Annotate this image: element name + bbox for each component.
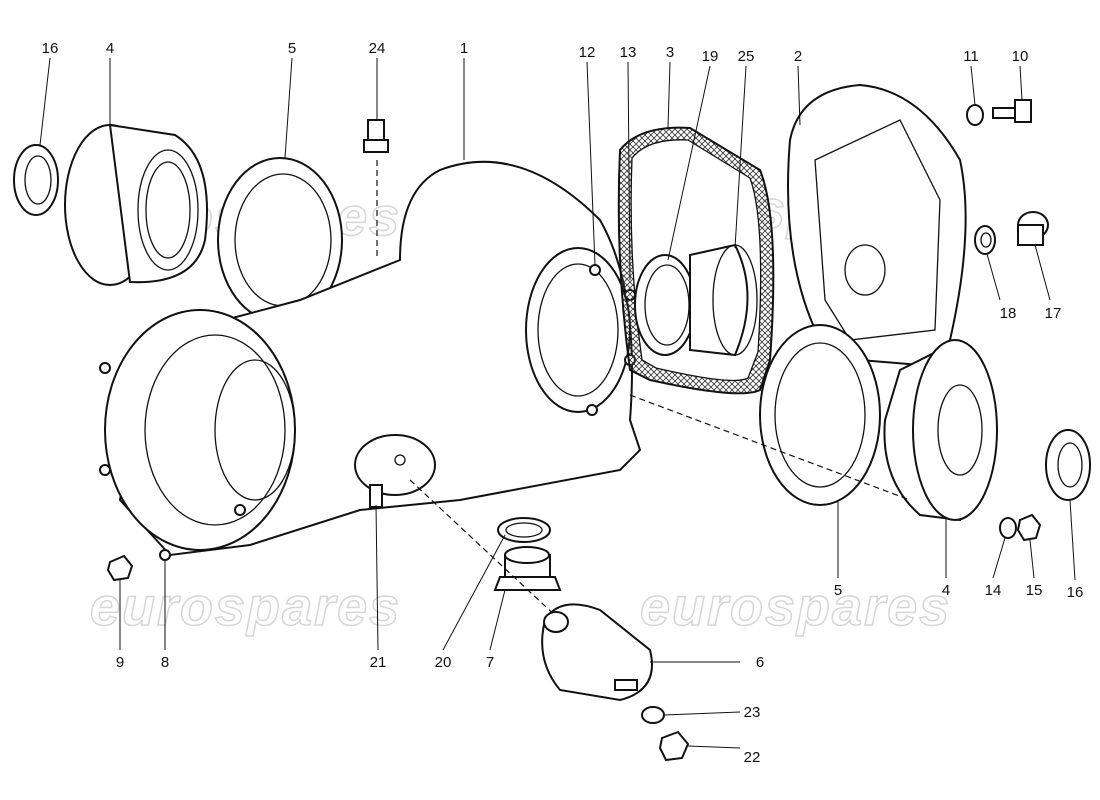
callout-1: 1 (460, 40, 468, 57)
callout-3: 3 (666, 44, 674, 61)
callout-25: 25 (738, 48, 755, 65)
svg-text:eurospares: eurospares (90, 577, 401, 637)
svg-text:eurospares: eurospares (640, 577, 951, 637)
oil-seal-right (1045, 429, 1091, 501)
callout-22: 22 (744, 749, 761, 766)
callout-16-right: 16 (1067, 584, 1084, 601)
breather-plug (363, 119, 389, 260)
leader-lines (39, 57, 1076, 749)
callout-11: 11 (963, 48, 979, 65)
callout-4: 4 (106, 40, 114, 57)
callout-7: 7 (486, 654, 494, 671)
nut-15 (1016, 513, 1042, 542)
bearing-housing-right (883, 339, 998, 522)
nut-22 (658, 730, 690, 762)
gasket-right (759, 324, 881, 506)
plug-17 (1017, 211, 1049, 246)
rubber-mount (541, 603, 653, 702)
callout-6: 6 (756, 654, 764, 671)
callout-18: 18 (1000, 305, 1017, 322)
callout-12: 12 (579, 44, 596, 61)
callout-5-right: 5 (834, 582, 842, 599)
callout-21: 21 (370, 654, 387, 671)
washer-14 (999, 517, 1017, 539)
callout-10: 10 (1012, 48, 1029, 65)
callout-4-right: 4 (942, 582, 950, 599)
rear-cover (787, 83, 967, 367)
callout-13: 13 (620, 44, 637, 61)
callout-5: 5 (288, 40, 296, 57)
callout-24: 24 (369, 40, 386, 57)
nut-9 (106, 554, 134, 582)
differential-housing (99, 160, 642, 561)
bearing-ring (634, 254, 696, 356)
bolt-10 (992, 99, 1032, 123)
callout-labels: 16 4 5 24 1 12 13 3 19 25 2 11 10 18 17 … (42, 40, 1084, 766)
washer-23 (641, 706, 665, 724)
callout-14: 14 (985, 582, 1002, 599)
oil-seal-left (13, 144, 59, 216)
callout-15: 15 (1026, 582, 1043, 599)
callout-9: 9 (116, 654, 124, 671)
callout-17: 17 (1045, 305, 1062, 322)
callout-8: 8 (161, 654, 169, 671)
callout-20: 20 (435, 654, 452, 671)
callout-23: 23 (744, 704, 761, 721)
washer-18 (974, 225, 996, 255)
callout-2: 2 (794, 48, 802, 65)
washer-20 (497, 517, 551, 543)
callout-16: 16 (42, 40, 59, 57)
callout-19: 19 (702, 48, 719, 65)
bearing-housing-left (64, 123, 208, 286)
washer-11 (966, 104, 984, 126)
drain-plug-7 (493, 546, 562, 591)
